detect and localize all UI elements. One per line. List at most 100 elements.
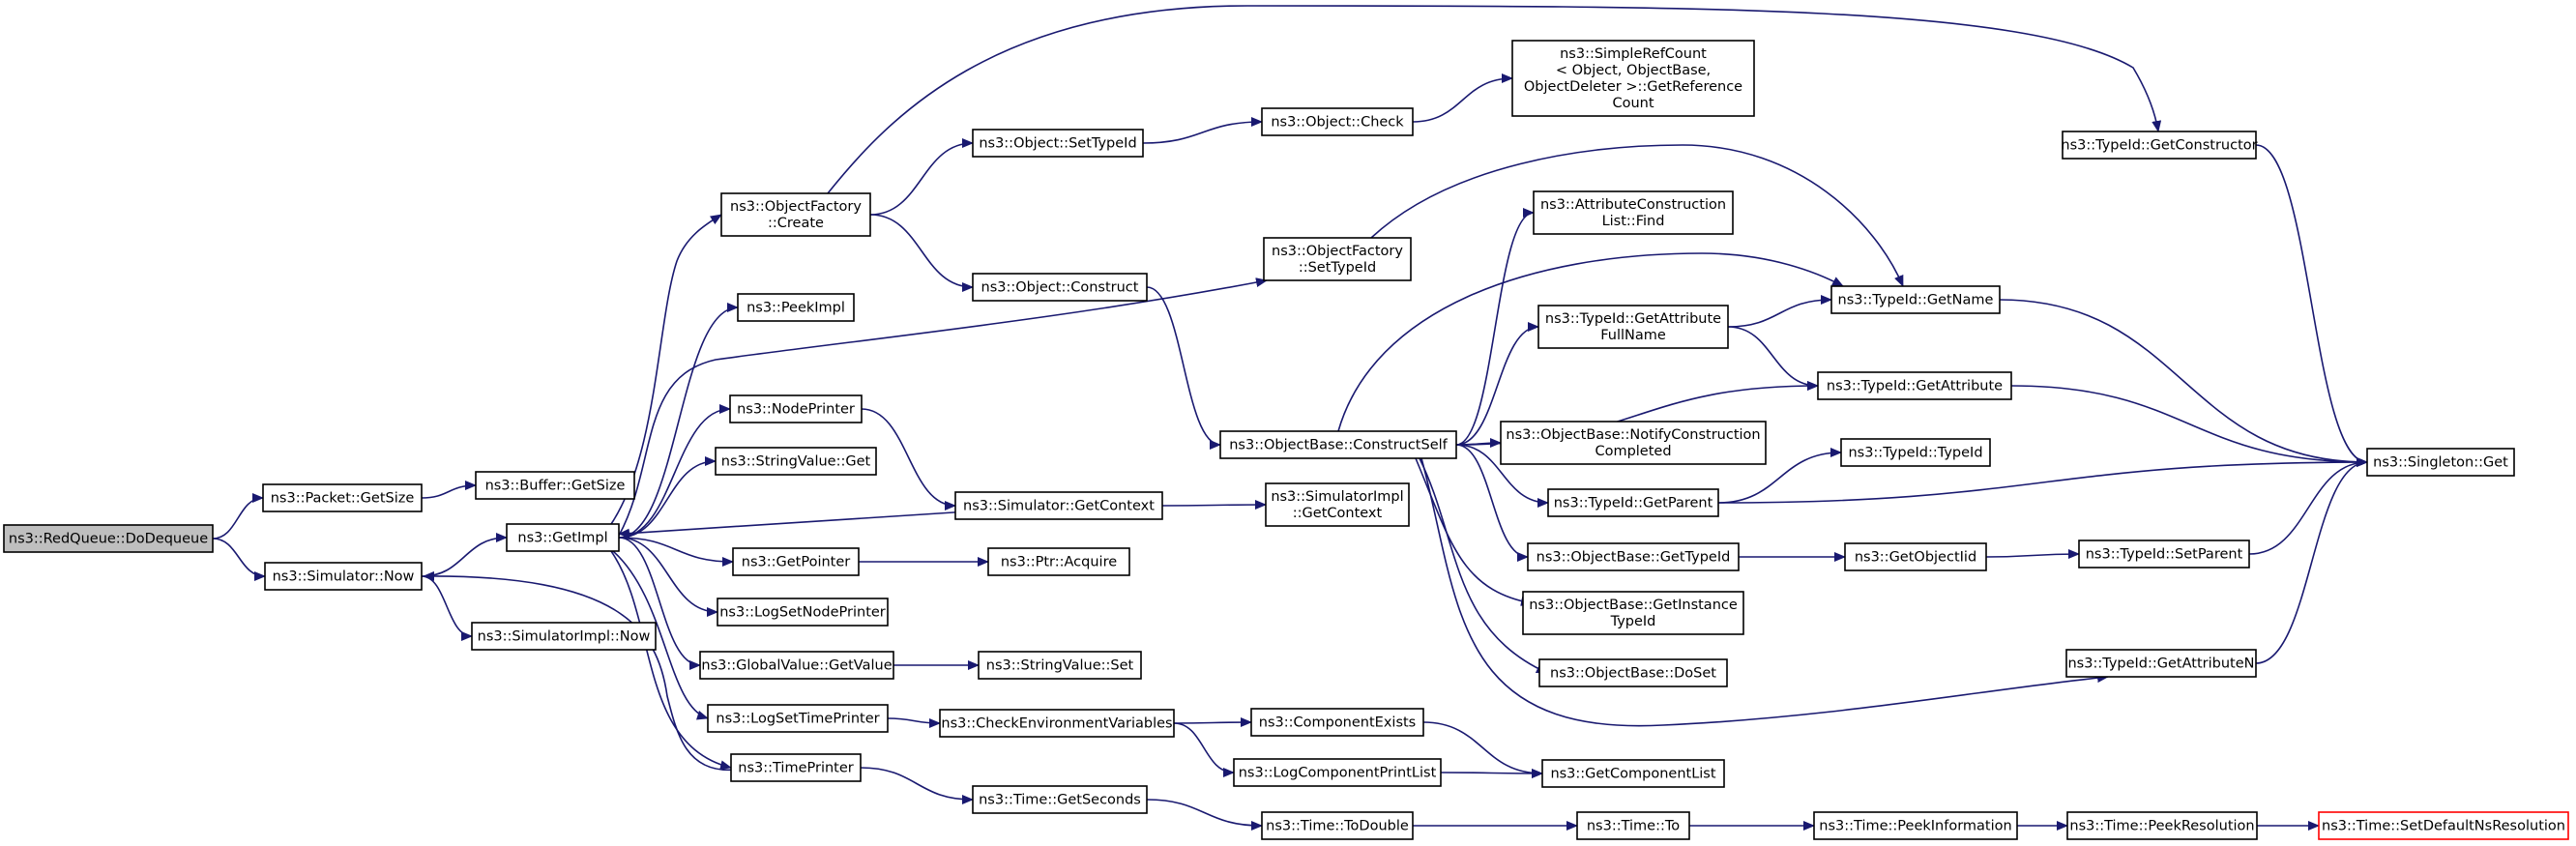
node-obj_check[interactable]: ns3::Object::Check: [1261, 107, 1414, 136]
node-label: ns3::GetImpl: [517, 531, 607, 546]
node-sim_now[interactable]: ns3::Simulator::Now: [264, 562, 423, 591]
node-obj_settypeid[interactable]: ns3::Object::SetTypeId: [972, 129, 1144, 158]
node-tid_typeid[interactable]: ns3::TypeId::TypeId: [1840, 438, 1991, 467]
edge-ob_constructself-to-ob_gettypeid: [1455, 444, 1529, 562]
node-getpointer[interactable]: ns3::GetPointer: [732, 547, 860, 576]
node-tid_getconstructor[interactable]: ns3::TypeId::GetConstructor: [2061, 131, 2258, 160]
node-ob_doset[interactable]: ns3::ObjectBase::DoSet: [1538, 658, 1728, 687]
edge-getimpl-to-nodeprinter: [618, 404, 731, 539]
node-sv_set[interactable]: ns3::StringValue::Set: [978, 651, 1142, 680]
node-sv_get[interactable]: ns3::StringValue::Get: [715, 447, 877, 476]
edge-ob_constructself-to-ob_doset: [1419, 457, 1548, 674]
edge-getimpl-to-peekimpl: [618, 303, 739, 539]
node-tid_getname[interactable]: ns3::TypeId::GetName: [1830, 285, 2001, 314]
node-label: ::Create: [768, 216, 824, 231]
node-ob_notifyconstruction[interactable]: ns3::ObjectBase::NotifyConstructionCompl…: [1500, 421, 1767, 465]
node-box: [987, 547, 1130, 576]
node-box: [1844, 542, 1987, 571]
node-nodeprinter[interactable]: ns3::NodePrinter: [729, 394, 863, 423]
node-buffer_getsize[interactable]: ns3::Buffer::GetSize: [475, 471, 635, 500]
node-box: [1533, 190, 1734, 235]
node-box: [939, 709, 1175, 738]
node-of_create[interactable]: ns3::ObjectFactory::Create: [720, 192, 871, 237]
node-label: ns3::Time::GetSeconds: [979, 793, 1141, 808]
node-label: ns3::TypeId::GetConstructor: [2061, 138, 2257, 154]
node-box: [972, 129, 1144, 158]
edge-nodeprinter-to-sim_getcontext: [861, 408, 956, 511]
node-label: ns3::ObjectBase::NotifyConstruction: [1506, 427, 1760, 443]
node-label: ns3::StringValue::Get: [721, 454, 871, 470]
edge-obj_settypeid-to-obj_check: [1142, 117, 1263, 144]
node-box: [2065, 649, 2257, 678]
node-box: [1840, 438, 1991, 467]
node-label: ns3::ObjectFactory: [1272, 244, 1403, 259]
node-time_peekinformation[interactable]: ns3::Time::PeekInformation: [1813, 811, 2018, 840]
node-label: ObjectDeleter >::GetReference: [1524, 79, 1742, 95]
edge-tid_getconstructor-to-singleton_get: [2255, 144, 2368, 467]
node-packet_getsize[interactable]: ns3::Packet::GetSize: [262, 483, 423, 512]
node-box: [1233, 758, 1442, 787]
node-box: [729, 394, 863, 423]
node-getobjectiid[interactable]: ns3::GetObjectIid: [1844, 542, 1987, 571]
node-componentexists[interactable]: ns3::ComponentExists: [1250, 708, 1424, 737]
node-getcomponentlist[interactable]: ns3::GetComponentList: [1541, 759, 1725, 788]
node-logcomponentprintlist[interactable]: ns3::LogComponentPrintList: [1233, 758, 1442, 787]
node-box: [1219, 430, 1457, 459]
edge-of_settypeid-to-tid_getname: [1370, 144, 1904, 287]
node-getimpl[interactable]: ns3::GetImpl: [506, 523, 620, 552]
node-logsetnodeprinter[interactable]: ns3::LogSetNodePrinter: [717, 598, 889, 627]
node-box: [2366, 448, 2515, 477]
node-label: ns3::Simulator::Now: [273, 569, 415, 585]
node-label: ns3::GlobalValue::GetValue: [701, 658, 892, 674]
node-singleton_get[interactable]: ns3::Singleton::Get: [2366, 448, 2515, 477]
node-gv_getvalue[interactable]: ns3::GlobalValue::GetValue: [699, 651, 894, 680]
edge-of_create-to-obj_settypeid: [869, 138, 974, 216]
node-label: ns3::Time::SetDefaultNsResolution: [2322, 819, 2565, 834]
node-dodequeue[interactable]: ns3::RedQueue::DoDequeue: [3, 524, 214, 553]
node-label: < Object, ObjectBase,: [1556, 63, 1711, 78]
edge-ob_constructself-to-tid_getparent: [1455, 444, 1549, 508]
node-tid_getattribute[interactable]: ns3::TypeId::GetAttribute: [1817, 371, 2012, 400]
node-box: [1813, 811, 2018, 840]
node-time_peekresolution[interactable]: ns3::Time::PeekResolution: [2066, 811, 2258, 840]
node-sim_getcontext[interactable]: ns3::Simulator::GetContext: [954, 491, 1163, 520]
node-label: ns3::ObjectFactory: [730, 199, 862, 215]
node-label: ns3::Simulator::GetContext: [963, 499, 1155, 514]
node-ob_constructself[interactable]: ns3::ObjectBase::ConstructSelf: [1219, 430, 1457, 459]
node-label: ns3::TypeId::SetParent: [2086, 547, 2243, 563]
edge-tid_getattributen-to-singleton_get: [2255, 457, 2368, 664]
node-checkenv[interactable]: ns3::CheckEnvironmentVariables: [939, 709, 1175, 738]
node-simimpl_getcontext[interactable]: ns3::SimulatorImpl::GetContext: [1265, 482, 1410, 527]
edge-dodequeue-to-sim_now: [212, 538, 266, 581]
node-ob_gettypeid[interactable]: ns3::ObjectBase::GetTypeId: [1527, 542, 1740, 571]
node-ptr_acquire[interactable]: ns3::Ptr::Acquire: [987, 547, 1130, 576]
node-time_getseconds[interactable]: ns3::Time::GetSeconds: [972, 785, 1148, 814]
node-tid_getparent[interactable]: ns3::TypeId::GetParent: [1547, 488, 1719, 517]
node-box: [1522, 591, 1744, 635]
edge-sim_getcontext-to-getimpl: [618, 511, 956, 539]
nodes-layer: ns3::RedQueue::DoDequeue ns3::Packet::Get…: [3, 40, 2569, 840]
node-label: FullName: [1600, 328, 1666, 343]
node-box: [1576, 811, 1690, 840]
node-simplerefcount[interactable]: ns3::SimpleRefCount< Object, ObjectBase,…: [1511, 40, 1755, 117]
node-time_setdefaultnsresolution[interactable]: ns3::Time::SetDefaultNsResolution: [2318, 811, 2569, 840]
node-timeprinter[interactable]: ns3::TimePrinter: [730, 753, 862, 782]
edge-getobjectiid-to-tid_setparent: [1985, 549, 2080, 560]
edges-layer: [212, 5, 2368, 831]
node-tid_getattributen[interactable]: ns3::TypeId::GetAttributeN: [2065, 649, 2257, 678]
node-logsettimeprinter[interactable]: ns3::LogSetTimePrinter: [707, 704, 889, 733]
node-label: ns3::RedQueue::DoDequeue: [9, 532, 208, 547]
node-time_to[interactable]: ns3::Time::To: [1576, 811, 1690, 840]
node-of_settypeid[interactable]: ns3::ObjectFactory::SetTypeId: [1263, 237, 1412, 281]
node-peekimpl[interactable]: ns3::PeekImpl: [737, 293, 855, 322]
node-box: [1263, 237, 1412, 281]
node-obj_construct[interactable]: ns3::Object::Construct: [972, 273, 1148, 302]
node-time_todouble[interactable]: ns3::Time::ToDouble: [1261, 811, 1414, 840]
edge-tid_getname-to-singleton_get: [1999, 299, 2368, 467]
node-tid_setparent[interactable]: ns3::TypeId::SetParent: [2078, 540, 2250, 569]
node-simimpl_now[interactable]: ns3::SimulatorImpl::Now: [471, 622, 657, 651]
